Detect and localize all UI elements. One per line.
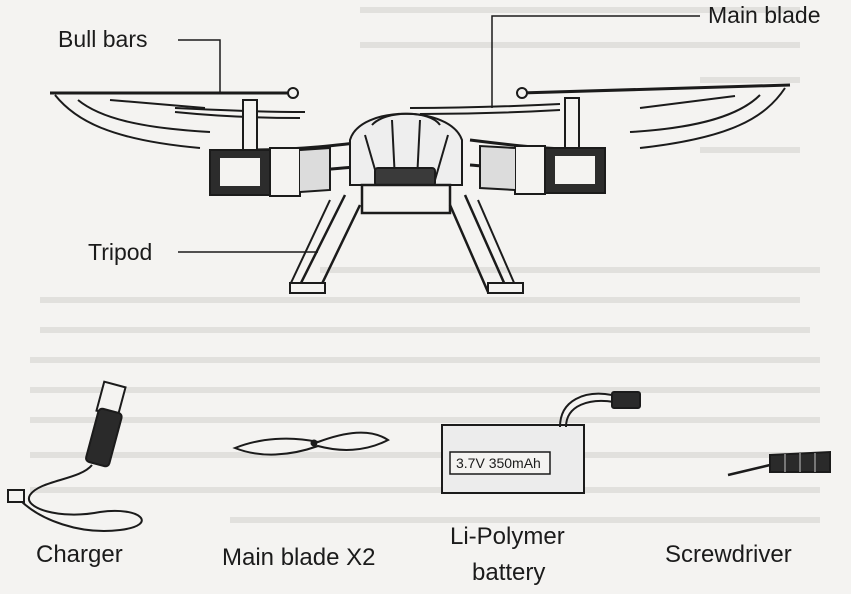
bull-bars-label: Bull bars — [58, 26, 148, 52]
battery-illustration: 3.7V 350mAh — [441, 391, 641, 494]
battery-label-line2: battery — [472, 559, 546, 586]
tripod-label: Tripod — [88, 239, 153, 265]
right-bull-bar — [516, 83, 791, 149]
right-main-blade — [409, 103, 561, 109]
main-blade-x2-label: Main blade X2 — [222, 544, 376, 571]
bull-bars-leader — [178, 39, 221, 92]
background-texture — [30, 7, 820, 523]
left-main-blade — [174, 107, 306, 113]
screwdriver-illustration — [727, 450, 831, 477]
drone-illustration — [50, 83, 791, 294]
charger-illustration — [7, 380, 143, 532]
battery-label-line1: Li-Polymer — [450, 523, 565, 550]
spare-blade-illustration — [232, 431, 390, 456]
left-bull-bar — [50, 87, 299, 149]
screwdriver-label: Screwdriver — [665, 541, 792, 568]
main-blade-label: Main blade — [708, 2, 821, 28]
main-blade-leader — [491, 15, 700, 108]
charger-label: Charger — [36, 541, 123, 568]
callout-lines — [178, 15, 700, 253]
battery-rating-label: 3.7V 350mAh — [456, 455, 541, 471]
